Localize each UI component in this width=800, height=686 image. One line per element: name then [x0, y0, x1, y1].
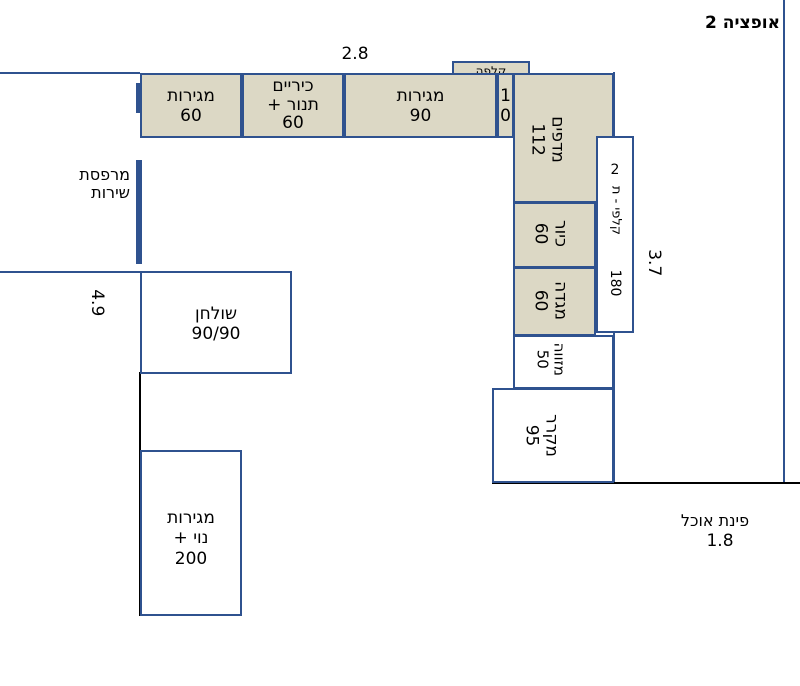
- table-90-90[interactable]: שולחן 90/90: [140, 271, 292, 374]
- page-title: אופציה 2: [705, 13, 780, 33]
- top-drawers-90-text: מגירות 90: [346, 86, 495, 126]
- shelves-label: מדפים 112: [527, 92, 568, 188]
- oven-name: + תנור: [267, 94, 319, 115]
- bottom-drawers-text: מגירות + נוי 200: [142, 508, 240, 569]
- top-drawers-60-text: מגירות 60: [142, 86, 240, 126]
- balcony-line1: מרפסת: [79, 165, 130, 184]
- dimension-right: 3.7: [643, 249, 664, 277]
- fridge-size: 95: [522, 424, 542, 447]
- top-drawers-90[interactable]: מגירות 90: [344, 73, 497, 138]
- cooktop-oven-size: 60: [282, 113, 304, 134]
- dining-label: פינת אוכל: [680, 511, 750, 530]
- balcony-door-top: [136, 83, 140, 113]
- balcony-line2: שירות: [91, 183, 130, 203]
- top-drawers-60-name: מגירות: [167, 86, 215, 106]
- top-drawers-60-size: 60: [180, 105, 202, 126]
- left-wall-mid: [0, 271, 140, 273]
- filler-text: 1 0: [499, 86, 512, 126]
- dishwasher-size: 50: [533, 349, 551, 369]
- table-text: שולחן 90/90: [142, 304, 290, 344]
- fridge-95[interactable]: [492, 388, 614, 483]
- cooktop-oven-text: כיריים + תנור 60: [244, 77, 342, 133]
- balcony-door: [136, 160, 142, 264]
- service-balcony-label: מרפסת שירות: [40, 165, 130, 203]
- shelves-size: 112: [528, 123, 548, 156]
- bottom-drawers-200[interactable]: מגירות + נוי 200: [140, 450, 242, 616]
- sink-60[interactable]: [513, 202, 596, 268]
- fridge-label: מקרר 95: [521, 393, 562, 479]
- fridge-name: מקרר: [541, 414, 562, 457]
- dimension-top: 2.8: [341, 44, 369, 64]
- table-name: שולחן: [194, 304, 238, 324]
- dishwasher-name: מזווה: [550, 342, 569, 376]
- top-drawers-60[interactable]: מגירות 60: [140, 73, 242, 138]
- dining-size: 1.8: [706, 531, 734, 551]
- dining-wall: [492, 482, 800, 484]
- peninsula-top: 2: [610, 162, 620, 178]
- top-wall-left: [0, 72, 140, 74]
- bottom-drawers-size: 200: [174, 548, 208, 569]
- shelves-name: מדפים: [547, 116, 568, 163]
- dimension-left: 4.9: [86, 289, 107, 317]
- cooktop-name: כיריים: [272, 76, 314, 96]
- bottom-drawers-extra: + נוי: [173, 528, 209, 549]
- right-drawers-60[interactable]: [513, 267, 596, 336]
- peninsula-180[interactable]: [596, 136, 634, 333]
- right-wall-far: [783, 0, 785, 482]
- filler-10[interactable]: 1 0: [497, 73, 514, 138]
- peninsula-bottom: 180: [607, 269, 624, 297]
- filler-line1: 1: [500, 86, 511, 106]
- peninsula-middle: קלפי - ת: [608, 185, 624, 236]
- top-drawers-90-size: 90: [409, 105, 432, 126]
- top-drawers-90-name: מגירות: [396, 86, 445, 106]
- dishwasher-label: מזווה 50: [533, 329, 568, 389]
- filler-line2: 0: [500, 105, 511, 126]
- table-size: 90/90: [191, 323, 241, 344]
- cooktop-oven-60[interactable]: כיריים + תנור 60: [242, 73, 344, 138]
- bottom-drawers-name: מגירות: [167, 508, 215, 528]
